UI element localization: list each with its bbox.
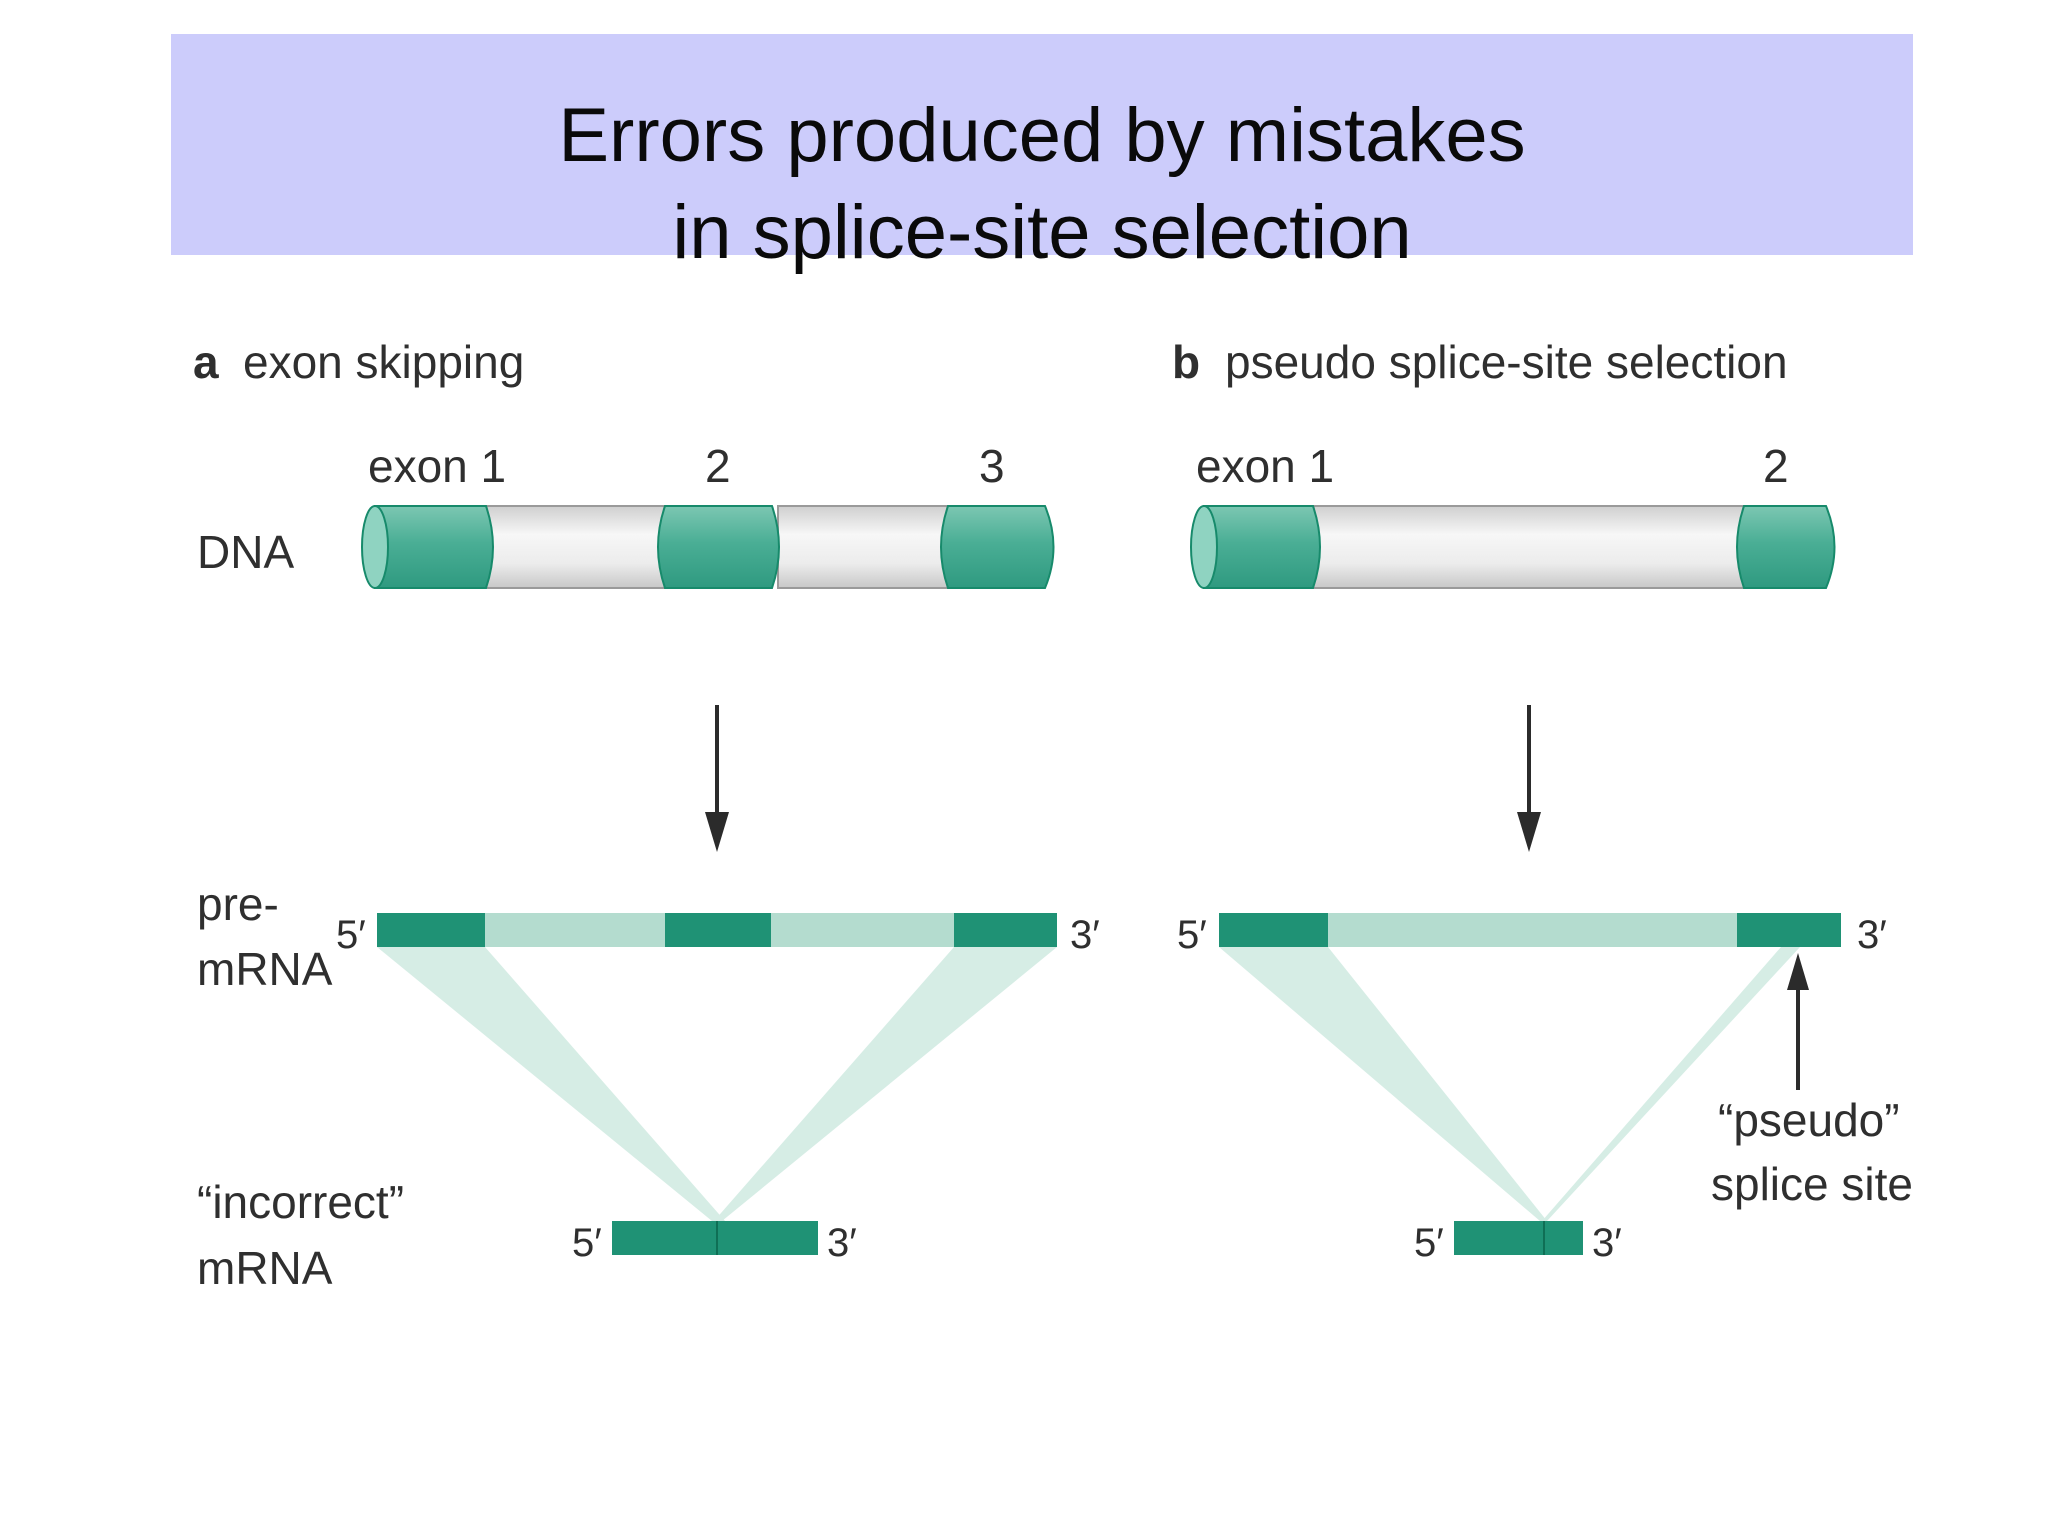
pseudo-label-2: splice site [1711, 1158, 1913, 1210]
panel-b-mrna-3-prime: 3′ [1592, 1221, 1622, 1265]
panel-a: a exon skipping exon 1 2 3 DNA pre- [193, 336, 1100, 1294]
panel-a-mrna-5-prime: 5′ [572, 1221, 602, 1265]
panel-a-dna-exon-2 [657, 505, 780, 589]
panel-b-exon2-label: 2 [1763, 440, 1789, 492]
panel-a-pre-mrna-exon-2 [665, 913, 771, 947]
panel-b-down-arrow [1517, 705, 1541, 852]
panel-a-dna-end-cap [361, 505, 389, 589]
incorrect-mrna-label-2: mRNA [197, 1242, 333, 1294]
title-banner: Errors produced by mistakes in splice-si… [171, 34, 1913, 271]
panel-a-intron-2 [777, 505, 957, 589]
pseudo-label-1: “pseudo” [1718, 1094, 1900, 1146]
dna-row-label: DNA [197, 526, 294, 578]
pre-mrna-label-2: mRNA [197, 943, 333, 995]
panel-b-dna-exon-2 [1736, 505, 1836, 589]
panel-b-mrna-5-prime: 5′ [1414, 1221, 1444, 1265]
panel-b: b pseudo splice-site selection exon 1 2 [1172, 336, 1913, 1265]
panel-a-mrna-exon-1 [612, 1221, 717, 1255]
panel-a-exon3-label: 3 [979, 440, 1005, 492]
panel-a-mrna-3-prime: 3′ [827, 1221, 857, 1265]
pseudo-splice-site-arrow [1787, 953, 1809, 1090]
panel-a-down-arrow [705, 705, 729, 852]
title-line-2: in splice-site selection [672, 190, 1412, 275]
panel-a-dna-exon-3 [940, 505, 1055, 589]
panel-a-pre-mrna [377, 913, 1057, 947]
pre-mrna-label-1: pre- [197, 878, 279, 930]
panel-b-pre-mrna-exon-2 [1737, 913, 1841, 947]
panel-b-pre-mrna-5-prime: 5′ [1177, 913, 1207, 957]
panel-a-dna-exon-1 [374, 505, 494, 589]
panel-b-exon1-label: exon 1 [1196, 440, 1334, 492]
panel-a-pre-mrna-3-prime: 3′ [1070, 913, 1100, 957]
panel-a-splice-path-right [714, 947, 1057, 1221]
panel-a-letter: a [193, 336, 219, 388]
title-line-1: Errors produced by mistakes [558, 93, 1526, 178]
panel-a-exon1-label: exon 1 [368, 440, 506, 492]
panel-b-heading: pseudo splice-site selection [1225, 336, 1788, 388]
panel-a-dna-cylinder [361, 505, 1055, 589]
panel-a-pre-mrna-5-prime: 5′ [336, 913, 366, 957]
panel-b-mrna-exon-1 [1454, 1221, 1544, 1255]
panel-b-mrna-exon-2-part [1544, 1221, 1583, 1255]
incorrect-mrna-label-1: “incorrect” [197, 1176, 404, 1228]
panel-b-pre-mrna-exon-1 [1219, 913, 1328, 947]
panel-a-pre-mrna-exon-1 [377, 913, 485, 947]
panel-b-dna-cylinder [1190, 505, 1836, 589]
panel-a-mature-mrna [612, 1221, 818, 1255]
panel-b-dna-end-cap [1190, 505, 1218, 589]
panel-b-letter: b [1172, 336, 1200, 388]
panel-b-splice-path-left [1219, 947, 1547, 1221]
panel-b-pre-mrna [1219, 913, 1841, 947]
panel-b-mature-mrna [1454, 1221, 1583, 1255]
panel-a-splice-path-left [377, 947, 725, 1221]
panel-b-dna-exon-1 [1203, 505, 1321, 589]
panel-a-pre-mrna-exon-3 [954, 913, 1057, 947]
panel-b-splice-path-right [1542, 947, 1800, 1221]
panel-a-mrna-exon-3 [717, 1221, 818, 1255]
panel-a-exon2-label: 2 [705, 440, 731, 492]
panel-b-pre-mrna-3-prime: 3′ [1857, 913, 1887, 957]
panel-a-heading: exon skipping [243, 336, 524, 388]
